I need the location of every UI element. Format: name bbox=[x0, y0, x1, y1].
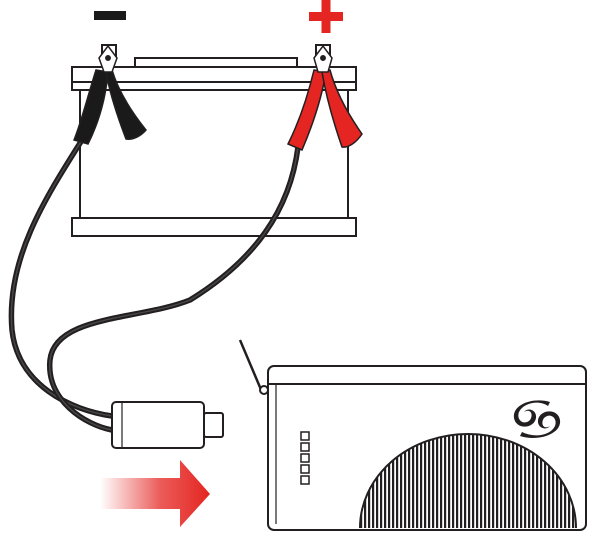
jumper-cable bbox=[8, 137, 301, 433]
cable-connector bbox=[111, 401, 224, 449]
negative-clamp bbox=[72, 44, 147, 145]
indicator-leds bbox=[300, 431, 310, 485]
battery-base bbox=[71, 217, 357, 237]
jump-starter-unit bbox=[238, 339, 587, 531]
minus-sign-icon bbox=[94, 11, 126, 20]
right-arrow-icon bbox=[100, 460, 210, 527]
plus-sign-icon bbox=[309, 0, 343, 33]
positive-clamp bbox=[286, 44, 363, 151]
brand-logo-icon bbox=[513, 400, 561, 439]
